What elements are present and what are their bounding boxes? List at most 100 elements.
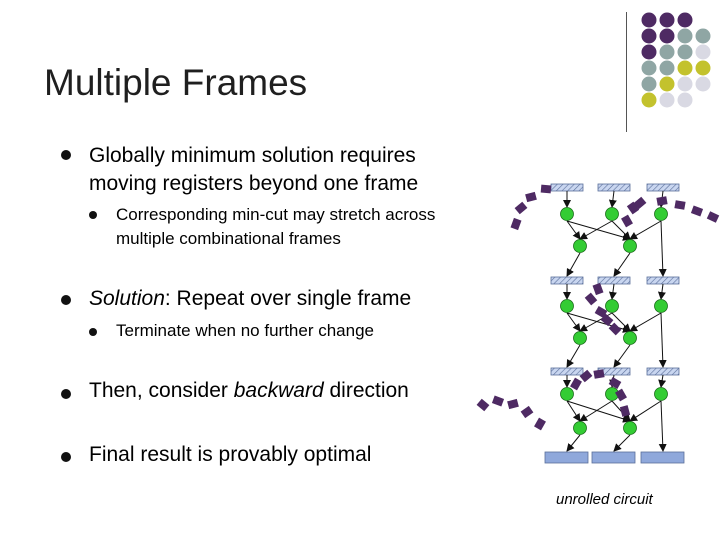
decorative-dot xyxy=(659,28,675,44)
circuit-edge xyxy=(629,312,662,332)
circuit-edge xyxy=(658,400,667,452)
min-cut-marker xyxy=(608,322,622,336)
circuit-node xyxy=(623,421,637,435)
decorative-dot xyxy=(695,44,711,60)
sub-bullet-1-line1: Corresponding min-cut may stretch across xyxy=(116,205,436,224)
circuit-edge xyxy=(579,220,613,240)
register-hatched xyxy=(597,276,631,285)
decorative-dot xyxy=(659,44,675,60)
min-cut-marker xyxy=(520,405,534,419)
circuit-edge xyxy=(566,400,631,423)
circuit-edge xyxy=(629,400,662,422)
circuit-edge xyxy=(658,312,667,368)
circuit-edge xyxy=(566,400,581,422)
register-hatched xyxy=(597,183,631,192)
bullet-3-prefix: Then, consider xyxy=(89,379,234,402)
circuit-edge xyxy=(613,434,631,452)
min-cut-marker xyxy=(706,211,720,223)
circuit-edge xyxy=(579,400,613,422)
bullet-2-text: : Repeat over single frame xyxy=(164,287,412,310)
decorative-dot xyxy=(641,60,657,76)
sub-bullet-1-line2: multiple combinational frames xyxy=(116,229,341,248)
circuit-node xyxy=(605,207,619,221)
min-cut-marker xyxy=(525,191,537,203)
decorative-dot xyxy=(659,60,675,76)
decorative-dot xyxy=(677,76,693,92)
circuit-node xyxy=(573,331,587,345)
circuit-edge xyxy=(658,374,667,388)
min-cut-marker xyxy=(600,313,614,327)
min-cut-marker xyxy=(584,292,598,306)
register-hatched xyxy=(646,367,680,376)
bullet-marker xyxy=(61,295,71,305)
min-cut-marker xyxy=(674,200,686,210)
min-cut-marker xyxy=(476,398,490,412)
min-cut-marker xyxy=(510,217,522,231)
circuit-node xyxy=(560,299,574,313)
decorative-dot xyxy=(677,60,693,76)
circuit-node xyxy=(654,299,668,313)
sub-bullet-marker xyxy=(89,328,97,336)
register-hatched xyxy=(646,276,680,285)
sub-bullet-2: Terminate when no further change xyxy=(116,321,374,340)
bullet-4: Final result is provably optimal xyxy=(89,443,372,466)
min-cut-marker xyxy=(534,417,546,431)
register-solid xyxy=(591,451,636,464)
min-cut-marker xyxy=(507,398,519,410)
register-solid xyxy=(544,451,589,464)
decorative-dot xyxy=(641,28,657,44)
decorative-dot xyxy=(659,12,675,28)
min-cut-marker xyxy=(633,196,647,210)
min-cut-marker xyxy=(592,282,604,296)
min-cut-marker xyxy=(570,377,582,391)
circuit-node xyxy=(573,421,587,435)
min-cut-marker xyxy=(579,369,593,383)
diagram-caption: unrolled circuit xyxy=(556,491,653,508)
page-title: Multiple Frames xyxy=(44,62,308,103)
circuit-node xyxy=(623,239,637,253)
sub-bullet-marker xyxy=(89,211,97,219)
register-hatched xyxy=(550,367,584,376)
min-cut-marker xyxy=(690,205,704,217)
circuit-node xyxy=(560,207,574,221)
circuit-edge xyxy=(566,220,631,241)
decorative-dot-grid xyxy=(641,12,711,108)
circuit-edge xyxy=(566,434,581,452)
min-cut-marker xyxy=(619,405,631,417)
min-cut-marker xyxy=(621,214,633,228)
decorative-dot xyxy=(677,92,693,108)
bullet-marker xyxy=(61,150,71,160)
circuit-node xyxy=(654,207,668,221)
min-cut-marker xyxy=(608,377,622,389)
min-cut-marker xyxy=(491,395,505,407)
bullet-3: Then, consider backward direction xyxy=(89,377,409,405)
circuit-node xyxy=(573,239,587,253)
bullet-1-line2: moving registers beyond one frame xyxy=(89,172,419,195)
decorative-dot xyxy=(677,12,693,28)
circuit-edge xyxy=(566,344,581,368)
decorative-dot xyxy=(659,92,675,108)
decorative-dot xyxy=(641,12,657,28)
min-cut-marker xyxy=(656,196,668,206)
circuit-node xyxy=(623,331,637,345)
decorative-dot xyxy=(641,76,657,92)
circuit-edge xyxy=(608,190,617,208)
circuit-node xyxy=(605,299,619,313)
bullet-2: Solution: Repeat over single frame xyxy=(89,285,411,313)
min-cut-marker xyxy=(514,201,528,215)
decorative-dot xyxy=(641,92,657,108)
bullet-3-suffix: direction xyxy=(323,379,409,402)
decorative-dot xyxy=(641,44,657,60)
decorative-dot xyxy=(695,28,711,44)
bullet-1-line1: Globally minimum solution requires xyxy=(89,144,416,167)
divider-line xyxy=(626,12,627,132)
min-cut-marker xyxy=(615,388,627,402)
min-cut-marker xyxy=(593,369,605,379)
bullet-2-italic: Solution xyxy=(89,287,165,310)
circuit-node xyxy=(654,387,668,401)
bullet-marker xyxy=(61,452,71,462)
register-hatched xyxy=(550,276,584,285)
min-cut-marker xyxy=(540,184,552,194)
decorative-dot xyxy=(677,28,693,44)
